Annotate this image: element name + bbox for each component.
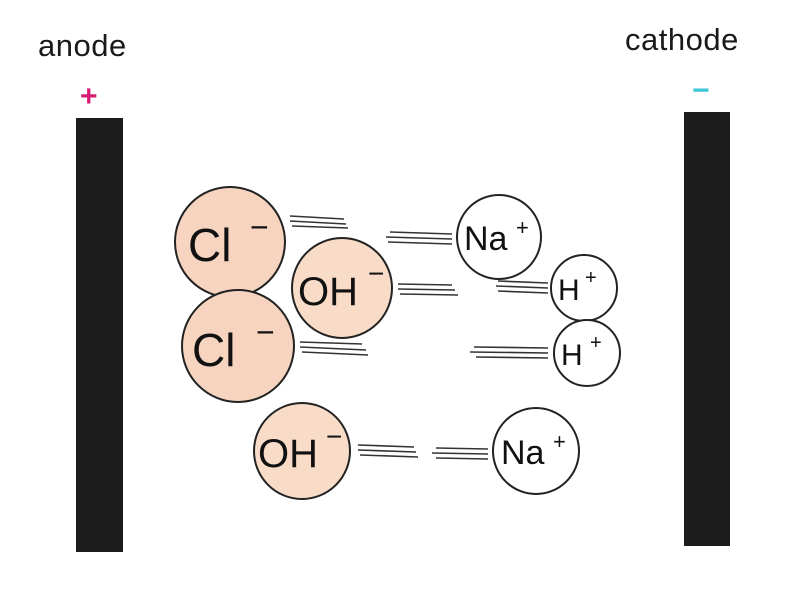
anode-label: anode xyxy=(38,28,127,63)
ion-oh-1-symbol: OH xyxy=(298,270,358,314)
ion-oh-2: OH − xyxy=(253,402,351,500)
cathode-electrode xyxy=(684,112,730,546)
ion-na-1-charge: + xyxy=(516,215,529,240)
ion-h-2: H + xyxy=(553,319,621,387)
motion-lines-oh-1 xyxy=(397,283,459,296)
anode-plus-sign: + xyxy=(80,80,98,113)
ion-cl-2: Cl − xyxy=(181,289,295,403)
motion-lines-na-1 xyxy=(385,231,453,245)
ion-oh-2-charge: − xyxy=(326,421,342,452)
motion-lines-cl-2 xyxy=(299,341,369,356)
ion-oh-2-symbol: OH xyxy=(258,432,318,476)
ion-h-2-charge: + xyxy=(590,332,602,354)
ion-cl-2-charge: − xyxy=(256,314,275,350)
ion-cl-1-symbol: Cl xyxy=(188,219,231,271)
ion-na-1-symbol: Na xyxy=(464,220,508,258)
motion-lines-h-2 xyxy=(469,346,549,359)
anion-motion-lines xyxy=(289,215,459,458)
ion-cl-2-symbol: Cl xyxy=(192,324,235,376)
ion-h-1: H + xyxy=(550,254,618,322)
anode-electrode xyxy=(76,118,123,552)
ion-na-1: Na + xyxy=(456,194,542,280)
motion-lines-oh-2 xyxy=(357,444,419,458)
ion-na-2-symbol: Na xyxy=(501,434,545,472)
ion-oh-1: OH − xyxy=(291,237,393,339)
ion-na-2-charge: + xyxy=(553,429,566,454)
motion-lines-cl-1 xyxy=(289,215,349,229)
ion-cl-1: Cl − xyxy=(174,186,286,298)
motion-lines-h-1 xyxy=(495,280,549,294)
ion-h-1-symbol: H xyxy=(558,274,580,307)
cathode-label: cathode xyxy=(625,22,739,57)
ion-oh-1-charge: − xyxy=(368,258,384,289)
ion-cl-1-charge: − xyxy=(250,209,269,245)
cathode-minus-sign: − xyxy=(692,74,710,107)
ion-h-1-charge: + xyxy=(585,267,597,289)
ion-h-2-symbol: H xyxy=(561,339,583,372)
motion-lines-na-2 xyxy=(431,447,489,460)
cation-motion-lines xyxy=(385,231,549,460)
ion-na-2: Na + xyxy=(492,407,580,495)
